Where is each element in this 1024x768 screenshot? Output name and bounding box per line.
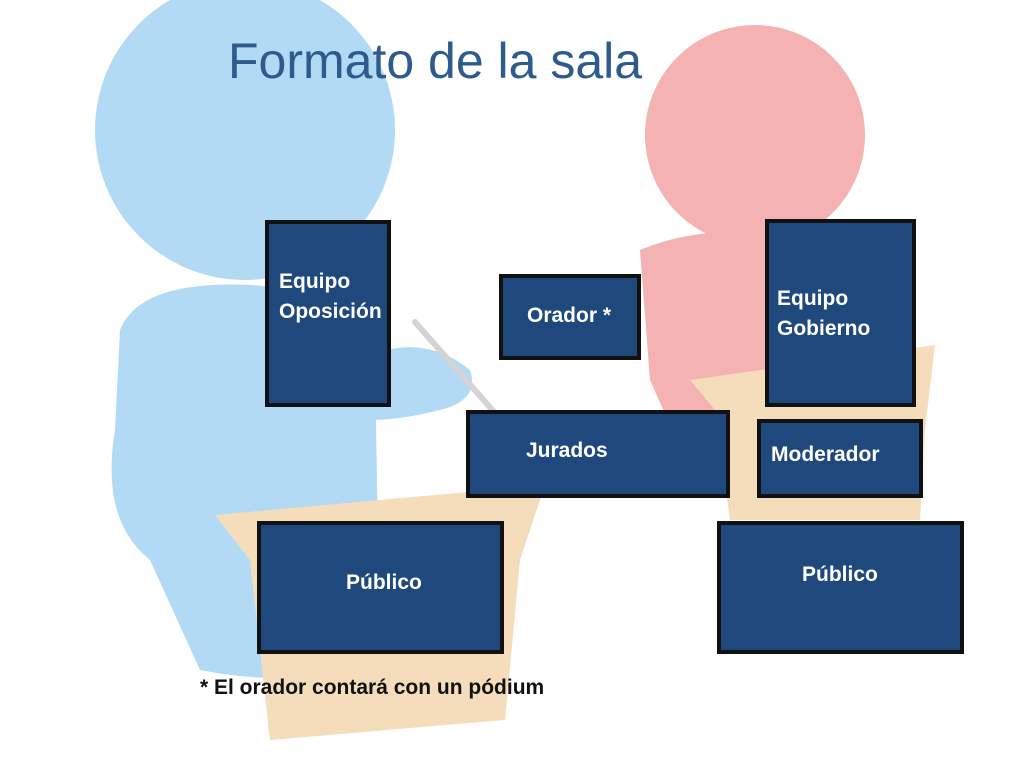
- speaker-label: Orador *: [527, 304, 612, 327]
- moderator-label: Moderador: [771, 443, 880, 466]
- government-team-label-line1: Equipo: [777, 287, 849, 310]
- judges-label: Jurados: [526, 439, 608, 462]
- opposition-team-label-line2: Oposición: [279, 300, 382, 323]
- audience-left-box: Público: [257, 521, 504, 654]
- red-figure-head: [645, 25, 865, 245]
- audience-right-label: Público: [802, 563, 878, 586]
- judges-box: Jurados: [466, 410, 730, 498]
- government-team-label-line2: Gobierno: [777, 317, 871, 340]
- footnote: * El orador contará con un pódium: [200, 676, 545, 699]
- government-team-box: Equipo Gobierno: [765, 219, 916, 407]
- opposition-team-box: Equipo Oposición: [265, 220, 391, 407]
- slide-title: Formato de la sala: [228, 33, 643, 89]
- blue-figure-head: [95, 0, 395, 280]
- moderator-box: Moderador: [757, 419, 923, 498]
- audience-left-label: Público: [346, 571, 422, 594]
- audience-right-box: Público: [717, 521, 964, 654]
- speaker-box: Orador *: [499, 274, 641, 360]
- opposition-team-label-line1: Equipo: [279, 270, 351, 293]
